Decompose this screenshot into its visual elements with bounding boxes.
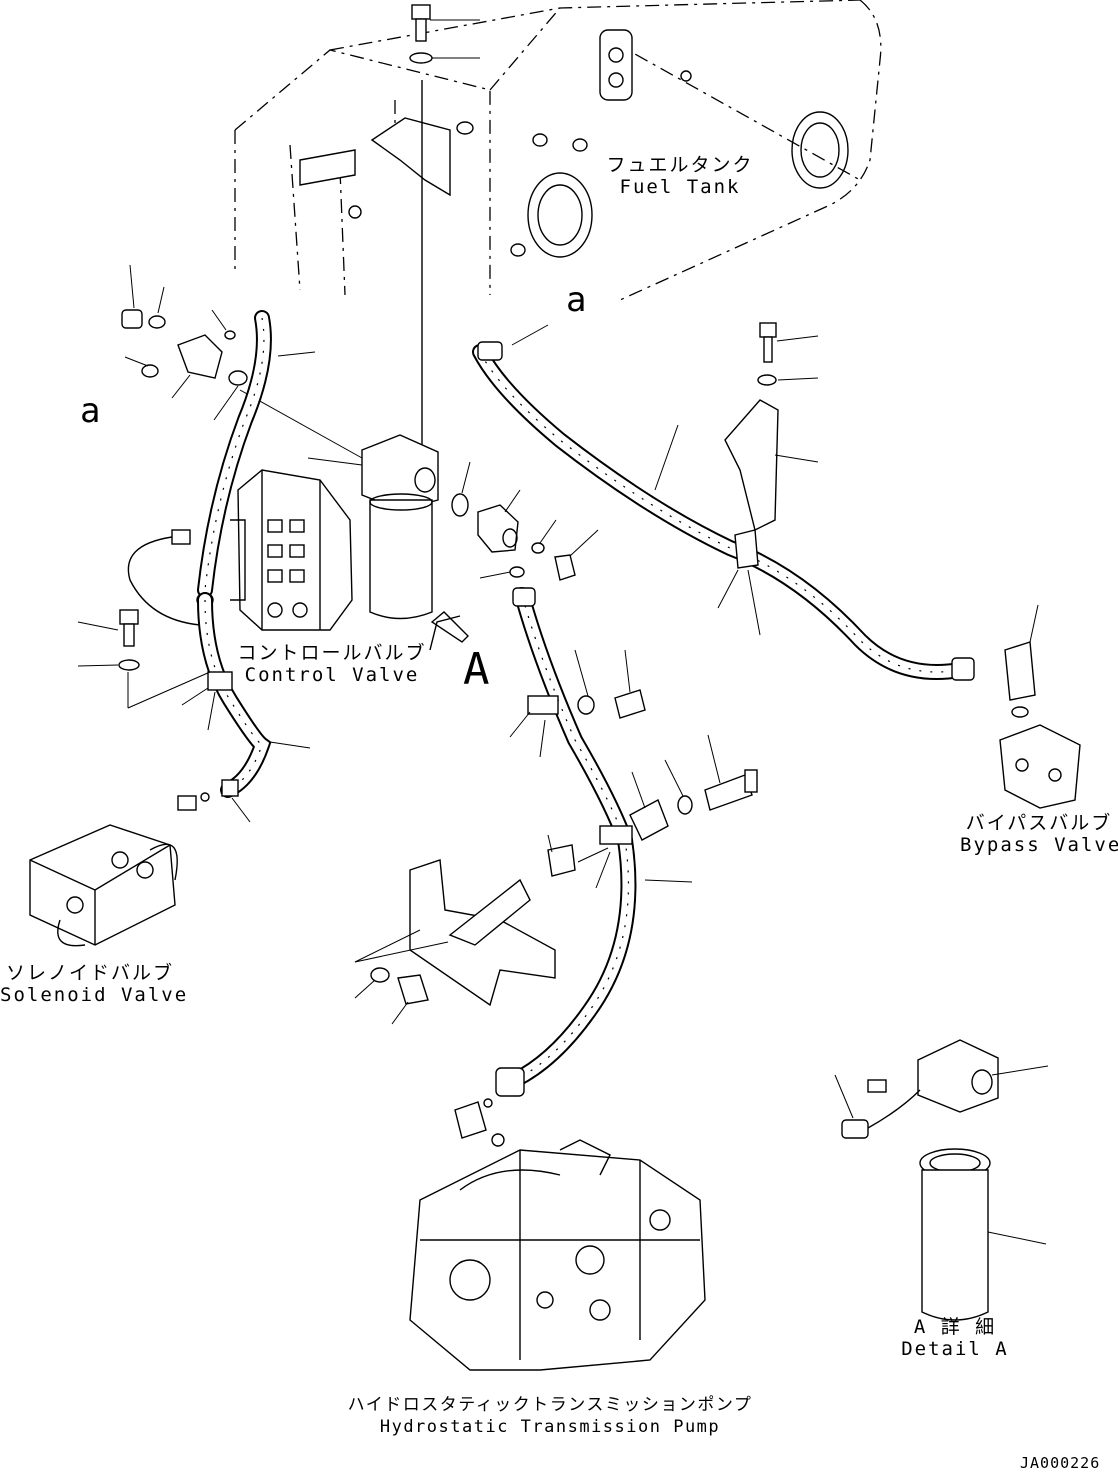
bypass-bracket	[717, 322, 819, 636]
center-fittings	[451, 461, 599, 581]
fuel-tank-fittings	[299, 29, 849, 258]
fuel-tank-label-en: Fuel Tank	[619, 176, 741, 198]
detail-a-label-en: Detail A	[901, 1338, 1009, 1360]
solenoid-valve-label-en: Solenoid Valve	[0, 984, 189, 1006]
pump-label-en: Hydrostatic Transmission Pump	[379, 1417, 721, 1437]
lower-bracket	[354, 834, 609, 1025]
view-a-arrow	[429, 611, 469, 651]
bypass-valve-label-en: Bypass Valve	[960, 834, 1118, 856]
solenoid-valve-label: ソレノイドバルブ Solenoid Valve	[0, 962, 189, 1006]
hydraulic-filter	[307, 434, 439, 620]
drawing-code: JA000226	[1020, 1454, 1101, 1472]
solenoid-valve-label-jp: ソレノイドバルブ	[5, 962, 174, 984]
detail-a-label-jp: A 詳 細	[913, 1316, 997, 1338]
control-valve-label: コントロールバルブ Control Valve	[232, 642, 432, 686]
solenoid-valve	[29, 824, 178, 947]
left-fittings	[121, 264, 363, 459]
pump-label-jp: ハイドロスタティックトランスミッションポンプ	[347, 1395, 753, 1415]
view-ref-a-big: A	[463, 644, 490, 695]
bypass-valve	[999, 604, 1081, 809]
pump-hose	[454, 587, 693, 1147]
detail-a-label: A 詳 細 Detail A	[895, 1316, 1015, 1360]
control-valve-label-jp: コントロールバルブ	[237, 642, 427, 664]
hst-pump	[409, 1139, 706, 1371]
pump-label: ハイドロスタティックトランスミッションポンプ Hydrostatic Trans…	[320, 1394, 780, 1438]
hose-left-vertical	[197, 310, 316, 598]
detail-a-group	[834, 1039, 1049, 1321]
control-valve-body	[230, 469, 353, 631]
tank-bolt-group	[409, 4, 480, 455]
solenoid-hose	[177, 592, 311, 823]
bypass-valve-label-jp: バイパスバルブ	[965, 812, 1113, 834]
bypass-valve-label: バイパスバルブ Bypass Valve	[960, 812, 1118, 856]
clamp-bolts	[574, 649, 758, 841]
fuel-tank-label: フュエルタンク Fuel Tank	[600, 154, 760, 198]
left-bolt-washer	[77, 609, 216, 731]
control-valve-label-en: Control Valve	[244, 664, 420, 686]
bypass-hose	[472, 324, 975, 681]
view-ref-a-left: a	[80, 391, 101, 431]
view-ref-a-upper: a	[566, 280, 587, 320]
fuel-tank-outline	[234, 0, 882, 301]
fuel-tank-label-jp: フュエルタンク	[606, 154, 754, 176]
